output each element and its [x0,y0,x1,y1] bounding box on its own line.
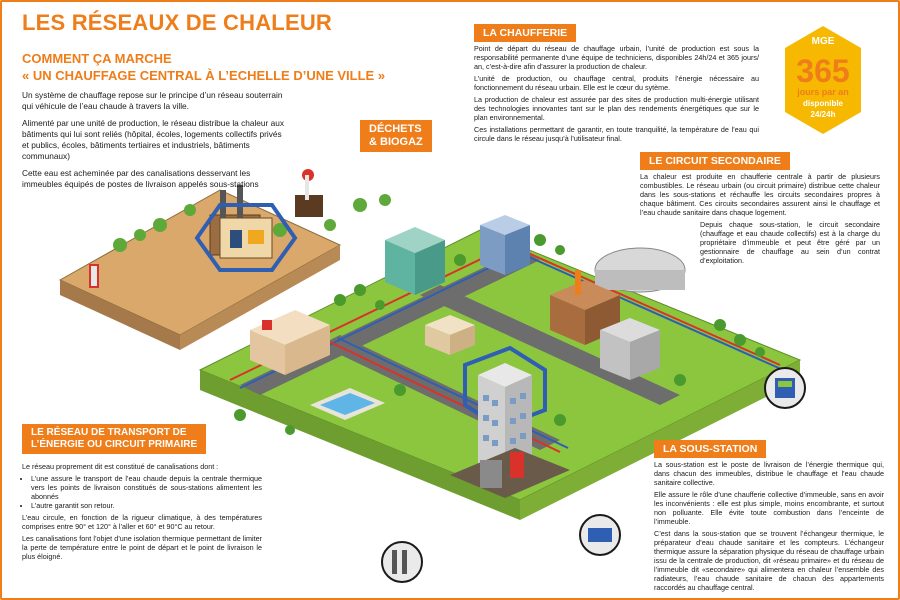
primaire-paragraph-3: Les canalisations font l’objet d’une iso… [22,534,262,561]
primaire-bullets: L’une assure le transport de l’eau chaud… [22,474,262,510]
sousstation-heading: LA SOUS-STATION [654,440,767,458]
chaufferie-paragraph-2: L’unité de production, ou chauffage cent… [474,74,759,92]
intro-paragraph-3: Cette eau est acheminée par des canalisa… [22,167,259,190]
primaire-text: Le réseau proprement dit est constitué d… [22,462,262,564]
badge-line-3: 24/24h [811,110,836,119]
intro-paragraph-1: Un système de chauffage repose sur le pr… [22,90,283,112]
chaufferie-paragraph-3: La production de chaleur est assurée par… [474,95,759,122]
hospital-building [250,310,330,375]
office-tower-blue [480,215,530,275]
sousstation-paragraph-2: Elle assure le rôle d’une chaufferie col… [654,490,884,526]
primaire-paragraph-2: L’eau circule, en fonction de la rigueur… [22,513,262,531]
chaufferie-heading: LA CHAUFFERIE [474,24,577,42]
chaufferie-highlight-hexagon [194,203,298,272]
chaufferie-paragraph-4: Ces installations permettant de garantir… [474,125,759,143]
pool [310,388,385,420]
meter-zoom-circle [764,367,806,409]
primaire-heading-line-2: L’ÉNERGIE OU CIRCUIT PRIMAIRE [31,439,198,450]
primaire-heading: LE RÉSEAU DE TRANSPORT DE L’ÉNERGIE OU C… [22,424,207,454]
badge-line-1: jours par an [796,87,849,97]
secondaire-paragraph-1: La chaleur est produite en chaufferie ce… [640,172,880,217]
page-subtitle: COMMENT ÇA MARCHE « UN CHAUFFAGE CENTRAL… [22,50,385,84]
intro-paragraph-2: Alimenté par une unité de production, le… [22,117,284,162]
page-title: LES RÉSEAUX DE CHALEUR [22,10,332,35]
sousstation-text: La sous-station est le poste de livraiso… [654,460,884,595]
dechets-biogaz-tag: DÉCHETS & BIOGAZ [360,120,432,152]
school-building [425,315,475,355]
subtitle-line-1: COMMENT ÇA MARCHE [22,51,172,66]
chaufferie-text: Point de départ du réseau de chauffage u… [474,44,759,146]
primaire-heading-line-1: LE RÉSEAU DE TRANSPORT DE [31,427,187,438]
dechets-tag-line-1: DÉCHETS [369,123,422,135]
sousstation-paragraph-3: C’est dans la sous-station que se trouve… [654,529,884,592]
primaire-bullet-1: L’une assure le transport de l’eau chaud… [31,474,262,501]
badge-brand: MGE [812,36,835,47]
secondaire-text: La chaleur est produite en chaufferie ce… [640,172,880,268]
sousstation-paragraph-1: La sous-station est le poste de livraiso… [654,460,884,487]
secondaire-paragraph-2: Depuis chaque sous-station, le circuit s… [700,220,880,265]
badge-line-2: disponible [803,99,844,108]
exchanger-zoom-circle [579,514,621,556]
primaire-intro: Le réseau proprement dit est constitué d… [22,462,219,471]
dechets-tag-line-2: & BIOGAZ [369,136,423,148]
sous-station-highlight-hexagon [463,345,547,430]
intro-text: Un système de chauffage repose sur le pr… [22,90,284,195]
primaire-bullet-2: L’autre garantit son retour. [31,501,262,510]
availability-badge: MGE 365 jours par an disponible 24/24h [785,26,861,134]
secondaire-heading: LE CIRCUIT SECONDAIRE [640,152,790,170]
chaufferie-paragraph-1: Point de départ du réseau de chauffage u… [474,44,759,71]
stadium-building [594,247,686,293]
pipe-zoom-circle [381,541,423,583]
housing-block-grey [600,318,660,380]
subtitle-line-2: « UN CHAUFFAGE CENTRAL À L’ECHELLE D’UNE… [22,68,386,83]
badge-number: 365 [796,53,849,89]
housing-block-highlighted [450,345,570,498]
office-tower-teal [385,227,445,295]
